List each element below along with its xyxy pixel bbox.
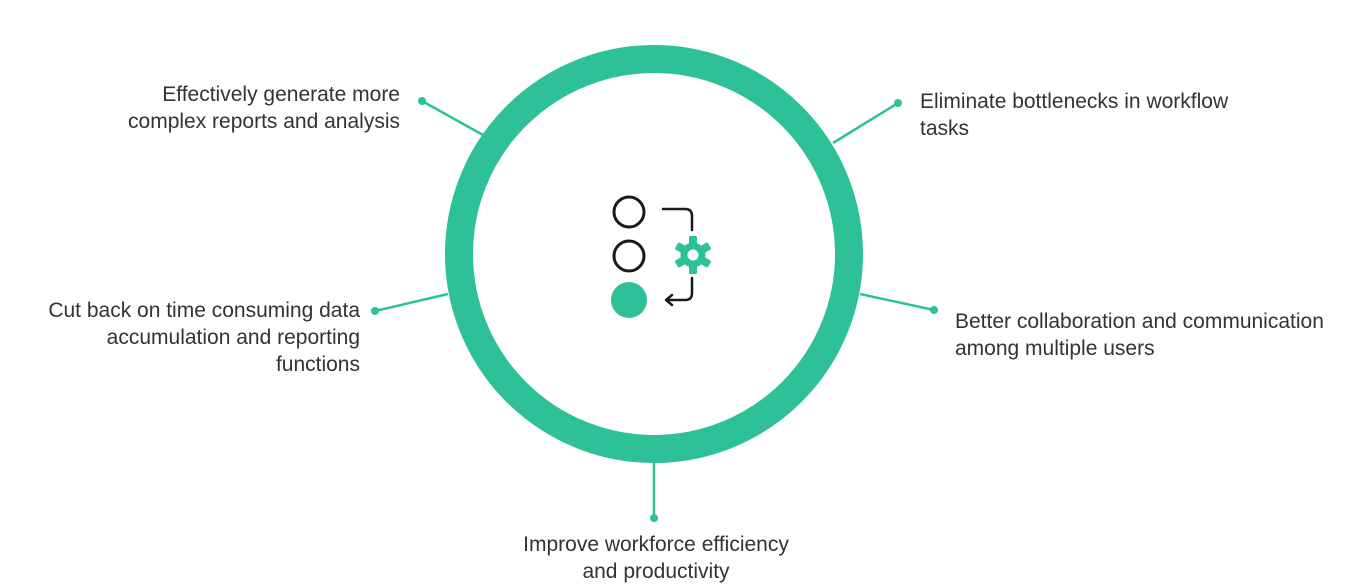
benefit-text-line: Eliminate bottlenecks in workflow — [920, 90, 1229, 113]
benefit-text-line: accumulation and reporting — [106, 326, 360, 349]
benefit-text-line: Better collaboration and communication — [955, 310, 1324, 333]
workflow-automation-icon — [611, 195, 711, 318]
benefit-label-collab: Better collaboration and communication a… — [955, 308, 1324, 362]
gear-icon — [675, 236, 711, 274]
connector-dot-collab — [930, 306, 938, 314]
hub-ring — [445, 45, 863, 463]
flow-bracket-bottom-icon — [666, 276, 694, 302]
connector-dot-efficiency — [650, 514, 658, 522]
connector-collab — [859, 292, 935, 312]
benefit-label-reports: Effectively generate more complex report… — [128, 81, 400, 135]
flow-bracket-top-icon — [661, 207, 694, 232]
benefit-label-bottlenecks: Eliminate bottlenecks in workflow tasks — [920, 88, 1228, 142]
connector-bottlenecks — [832, 101, 899, 145]
benefit-text-line: tasks — [920, 117, 970, 140]
benefit-text-line: and productivity — [582, 560, 730, 583]
connector-reports — [421, 99, 484, 137]
benefit-text-line: complex reports and analysis — [128, 110, 400, 133]
benefit-text-line: Cut back on time consuming data — [48, 299, 360, 322]
benefit-label-efficiency: Improve workforce efficiency and product… — [456, 531, 856, 585]
benefit-text-line: Effectively generate more — [162, 83, 400, 106]
connector-dot-data — [371, 307, 379, 315]
step-circle-filled-icon — [611, 282, 647, 318]
step-circle-outline-2-icon — [612, 239, 646, 273]
benefit-label-data: Cut back on time consuming data accumula… — [48, 297, 360, 378]
benefit-text-line: Improve workforce efficiency — [523, 533, 789, 556]
connector-dot-reports — [418, 97, 426, 105]
connector-lines — [371, 97, 938, 522]
connector-data — [374, 292, 449, 313]
benefit-text-line: among multiple users — [955, 337, 1155, 360]
flow-arrow-head-icon — [664, 293, 674, 307]
benefit-text-line: functions — [275, 353, 360, 376]
connector-dot-bottlenecks — [894, 99, 902, 107]
step-circle-outline-1-icon — [612, 195, 646, 229]
